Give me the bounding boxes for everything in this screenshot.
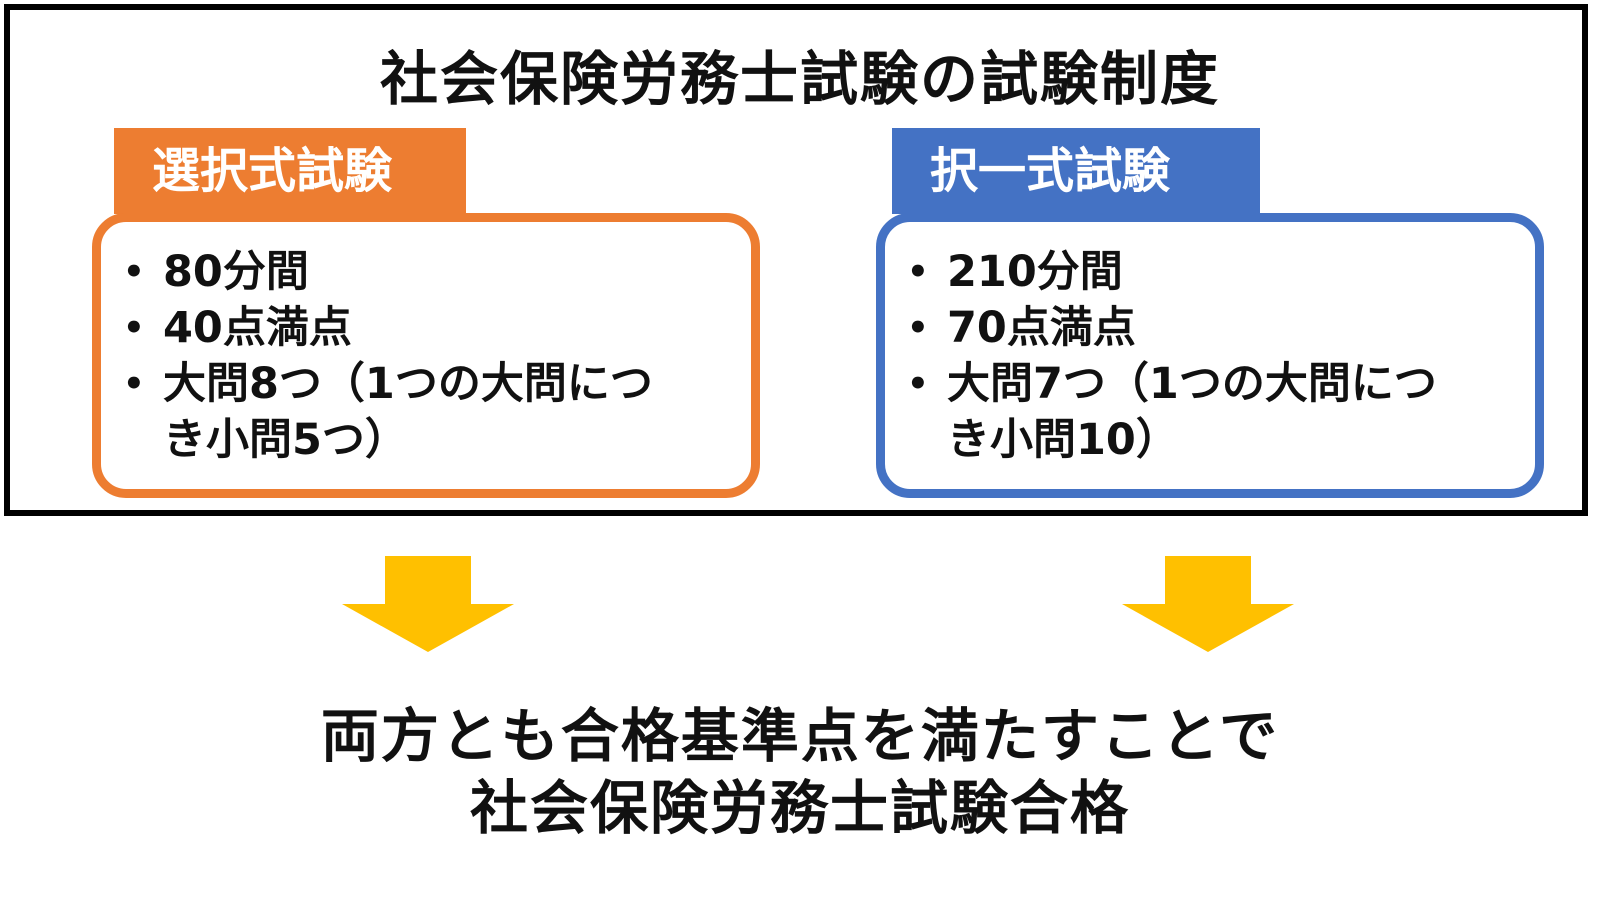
left-info-box: • 80分間 • 40点満点 • 大問8つ（1つの大問につ き小問5つ） — [92, 213, 760, 498]
right-tab-label: 択一式試験 — [892, 128, 1260, 214]
bullet-icon: • — [123, 364, 145, 404]
right-item-text: 大問7つ（1つの大問につ き小問10） — [947, 359, 1437, 465]
down-arrow-icon — [342, 556, 514, 652]
list-item: • 210分間 — [885, 244, 1535, 300]
right-item-text: 210分間 — [947, 247, 1123, 297]
list-item: • 大問8つ（1つの大問につ き小問5つ） — [101, 356, 751, 468]
left-tab-label: 選択式試験 — [114, 128, 466, 214]
down-arrow-icon — [1122, 556, 1294, 652]
conclusion-text: 両方とも合格基準点を満たすことで 社会保険労務士試験合格 — [0, 700, 1600, 844]
conclusion-line-1: 両方とも合格基準点を満たすことで — [320, 702, 1280, 770]
list-item: • 大問7つ（1つの大問につ き小問10） — [885, 356, 1535, 468]
page-title: 社会保険労務士試験の試験制度 — [379, 45, 1220, 113]
bullet-icon: • — [907, 308, 929, 348]
left-item-text: 40点満点 — [163, 303, 352, 353]
left-item-list: • 80分間 • 40点満点 • 大問8つ（1つの大問につ き小問5つ） — [101, 222, 751, 468]
left-item-text: 大問8つ（1つの大問につ き小問5つ） — [163, 359, 653, 465]
conclusion-line-2: 社会保険労務士試験合格 — [469, 774, 1130, 842]
bullet-icon: • — [907, 364, 929, 404]
left-item-text: 80分間 — [163, 247, 309, 297]
right-item-list: • 210分間 • 70点満点 • 大問7つ（1つの大問につ き小問10） — [885, 222, 1535, 468]
list-item: • 80分間 — [101, 244, 751, 300]
bullet-icon: • — [123, 252, 145, 292]
right-info-box: • 210分間 • 70点満点 • 大問7つ（1つの大問につ き小問10） — [876, 213, 1544, 498]
left-tab-text: 選択式試験 — [152, 143, 393, 199]
list-item: • 70点満点 — [885, 300, 1535, 356]
bullet-icon: • — [123, 308, 145, 348]
right-tab-text: 択一式試験 — [930, 143, 1171, 199]
bullet-icon: • — [907, 252, 929, 292]
right-item-text: 70点満点 — [947, 303, 1136, 353]
list-item: • 40点満点 — [101, 300, 751, 356]
